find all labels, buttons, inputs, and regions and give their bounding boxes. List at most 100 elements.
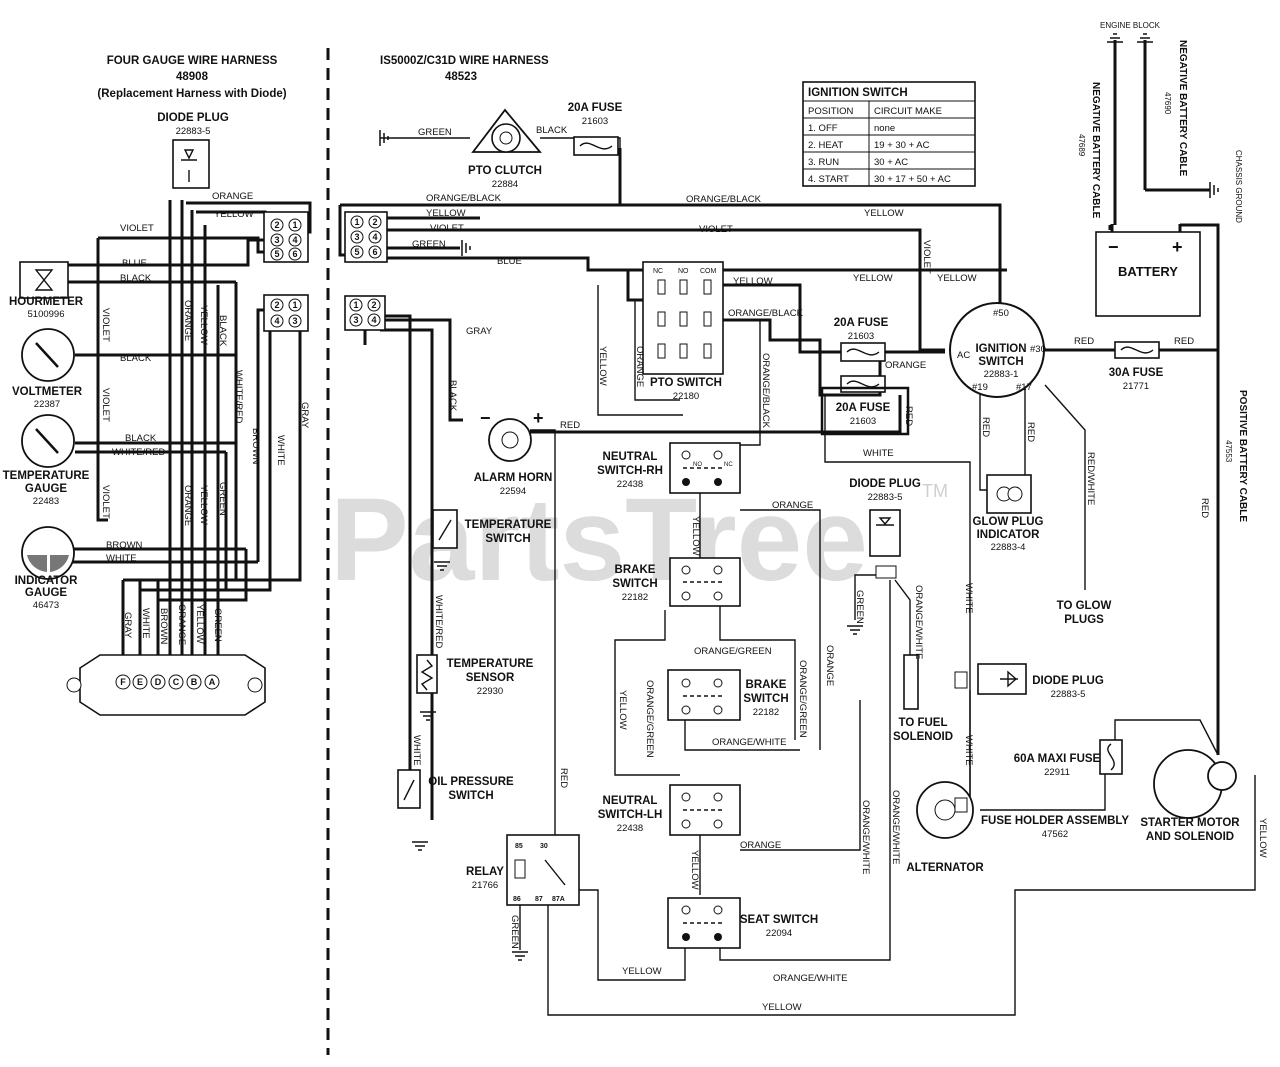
- battery-icon: [1095, 224, 1201, 317]
- neutral-switch-lh-part: 22438: [617, 823, 643, 834]
- temperature-gauge-label-2: GAUGE: [25, 483, 68, 495]
- svg-text:GREEN: GREEN: [509, 915, 520, 949]
- svg-text:YELLOW: YELLOW: [1257, 818, 1268, 858]
- svg-text:ORANGE: ORANGE: [885, 360, 926, 371]
- svg-text:WHITE: WHITE: [963, 735, 974, 766]
- fuse-top-part: 21603: [582, 116, 608, 127]
- wire-label-yellow-3: YELLOW: [198, 485, 209, 525]
- svg-text:2: 2: [274, 220, 279, 230]
- to-glow-plugs-label-1: TO GLOW: [1057, 600, 1112, 612]
- oil-pressure-switch-icon: [397, 769, 421, 809]
- to-glow-plugs-label-2: PLUGS: [1064, 614, 1104, 626]
- oil-pressure-switch-label-2: SWITCH: [448, 790, 493, 802]
- temperature-switch-label-2: SWITCH: [485, 533, 530, 545]
- ignition-table-cell: 1. OFF: [808, 123, 838, 134]
- ignition-table-header-position: POSITION: [808, 106, 854, 117]
- svg-text:4: 4: [292, 235, 297, 245]
- wire-label-green-2: GREEN: [212, 608, 223, 642]
- svg-text:RED: RED: [1074, 336, 1094, 347]
- svg-text:YELLOW: YELLOW: [690, 516, 701, 556]
- svg-text:BLUE: BLUE: [497, 256, 522, 267]
- neutral-switch-lh-icon: [669, 784, 741, 836]
- connector-6pin-main: 1 2 3 4 5 6: [344, 211, 388, 263]
- oil-pressure-switch-label-1: OIL PRESSURE: [428, 776, 514, 788]
- wire-label-orange-4: ORANGE: [176, 604, 187, 645]
- temperature-sensor-part: 22930: [477, 686, 503, 697]
- svg-text:3: 3: [292, 316, 297, 326]
- brake-switch-1-label-1: BRAKE: [615, 564, 656, 576]
- svg-text:YELLOW: YELLOW: [689, 850, 700, 890]
- wire-label-green-1: GREEN: [217, 482, 228, 516]
- svg-text:ORANGE/GREEN: ORANGE/GREEN: [797, 660, 808, 738]
- svg-text:B: B: [191, 677, 198, 687]
- ignition-table-cell: 2. HEAT: [808, 140, 843, 151]
- svg-text:ORANGE/BLACK: ORANGE/BLACK: [426, 193, 502, 204]
- brake-switch-1-label-2: SWITCH: [612, 578, 657, 590]
- diode-plug-right-icon: [954, 663, 1027, 695]
- battery-label: BATTERY: [1118, 264, 1178, 279]
- brake-switch-2-label-1: BRAKE: [746, 679, 787, 691]
- main-harness-part: 48523: [445, 71, 477, 83]
- svg-text:RED: RED: [903, 406, 914, 426]
- svg-text:YELLOW: YELLOW: [937, 273, 977, 284]
- wire-label-black-4: BLACK: [217, 315, 228, 347]
- svg-text:YELLOW: YELLOW: [426, 208, 466, 219]
- svg-text:VIOLET: VIOLET: [921, 240, 932, 274]
- main-harness-wires: [338, 40, 1220, 820]
- neutral-switch-lh-label-1: NEUTRAL: [603, 795, 658, 807]
- svg-text:1: 1: [292, 220, 297, 230]
- fuse-30a-label: 30A FUSE: [1109, 367, 1164, 379]
- starter-motor-icon: [1153, 749, 1237, 819]
- fuse-30a-part: 21771: [1123, 381, 1149, 392]
- ignition-terminal-19: #19: [972, 382, 988, 393]
- svg-text:4: 4: [371, 315, 376, 325]
- wire-label-white-3: WHITE: [140, 608, 151, 639]
- relay-icon: [506, 834, 580, 906]
- left-harness-wires: [68, 200, 312, 680]
- ignition-table-cell: 3. RUN: [808, 157, 839, 168]
- fuse-mid-label: 20A FUSE: [834, 317, 889, 329]
- wire-label-white-1: WHITE: [106, 553, 137, 564]
- svg-text:E: E: [137, 677, 143, 687]
- diode-plug-top-label: DIODE PLUG: [157, 112, 229, 124]
- brake-switch-2-label-2: SWITCH: [743, 693, 788, 705]
- starter-label-2: AND SOLENOID: [1146, 831, 1234, 843]
- wire-label-brown-2: BROWN: [250, 428, 261, 465]
- svg-text:YELLOW: YELLOW: [597, 346, 608, 386]
- ignition-table-title: IGNITION SWITCH: [808, 87, 908, 99]
- neutral-switch-rh-label-1: NEUTRAL: [603, 451, 658, 463]
- alarm-horn-label: ALARM HORN: [474, 472, 553, 484]
- chassis-ground-label: CHASSIS GROUND: [1234, 150, 1243, 223]
- temperature-sensor-icon: [416, 654, 438, 694]
- wire-label-violet-3: VIOLET: [100, 388, 111, 422]
- diode-plug-right-part: 22883-5: [1051, 689, 1086, 700]
- svg-text:GREEN: GREEN: [412, 239, 446, 250]
- wire-label-violet-4: VIOLET: [100, 485, 111, 519]
- wire-label-yellow-1: YELLOW: [214, 209, 254, 220]
- wire-label-orange-2: ORANGE: [182, 300, 193, 341]
- hourmeter-part: 5100996: [28, 309, 65, 320]
- ignition-table-cell: 19 + 30 + AC: [874, 140, 930, 151]
- temperature-gauge-label-1: TEMPERATURE: [3, 470, 90, 482]
- svg-text:ORANGE/BLACK: ORANGE/BLACK: [728, 308, 804, 319]
- fuse-top-label: 20A FUSE: [568, 102, 623, 114]
- left-harness-note: (Replacement Harness with Diode): [97, 88, 286, 100]
- wire-label-gray-2: GRAY: [122, 612, 133, 639]
- voltmeter-icon: [21, 328, 75, 382]
- svg-text:ORANGE/BLACK: ORANGE/BLACK: [760, 353, 771, 429]
- ignition-terminal-30: #30: [1030, 344, 1046, 355]
- svg-text:C: C: [173, 677, 180, 687]
- wire-label-brown-1: BROWN: [106, 540, 143, 551]
- svg-text:F: F: [120, 677, 126, 687]
- svg-text:ORANGE: ORANGE: [772, 500, 813, 511]
- svg-text:2: 2: [371, 300, 376, 310]
- wire-label-violet-2: VIOLET: [100, 308, 111, 342]
- ignition-switch-part: 22883-1: [984, 369, 1019, 380]
- wire-label-gray-1: GRAY: [299, 402, 310, 429]
- wire-label-yellow-2: YELLOW: [198, 305, 209, 345]
- pto-switch-label: PTO SWITCH: [650, 377, 722, 389]
- fuse-mid-part: 21603: [848, 331, 874, 342]
- wire-label-black-1: BLACK: [120, 273, 152, 284]
- diode-plug-top-part: 22883-5: [176, 126, 211, 137]
